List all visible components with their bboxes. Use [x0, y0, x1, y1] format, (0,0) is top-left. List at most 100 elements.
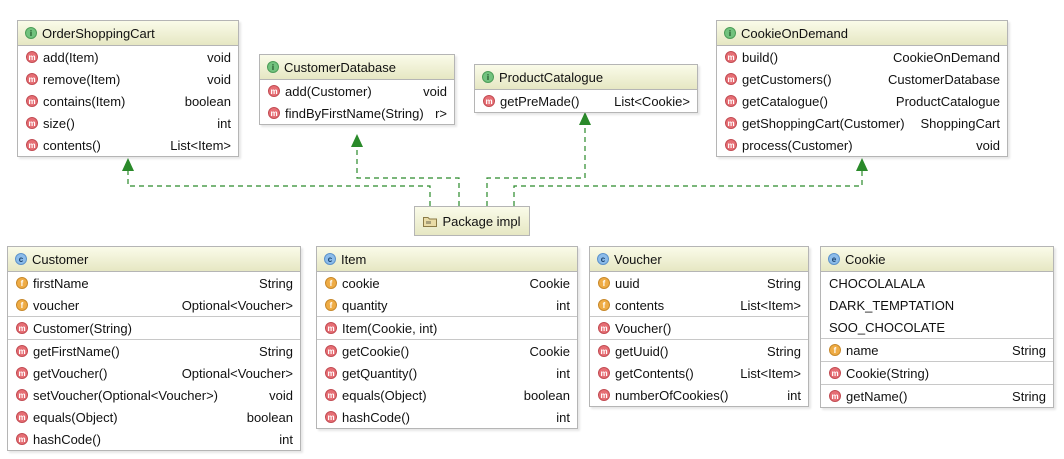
member-name: getFirstName() — [33, 343, 120, 359]
member-name: getCustomers() — [742, 71, 832, 87]
link-customer-database — [356, 146, 460, 206]
method-icon: m — [325, 345, 337, 357]
enum-constant[interactable]: SOO_CHOCOLATE — [821, 316, 1053, 338]
member-name: findByFirstName(String) — [285, 105, 424, 121]
type-name: OrderShoppingCart — [42, 25, 155, 41]
member-type: List<Cookie> — [614, 93, 690, 109]
interface-icon: i — [482, 71, 494, 83]
method-icon: m — [598, 367, 610, 379]
method-icon: m — [26, 73, 38, 85]
member-name: build() — [742, 49, 779, 65]
member-name: quantity — [342, 297, 388, 313]
method-icon: m — [725, 51, 737, 63]
enum-constant[interactable]: CHOCOLALALA — [821, 272, 1053, 294]
class-icon: c — [15, 253, 27, 265]
method-icon: m — [725, 117, 737, 129]
field-icon: f — [16, 299, 28, 311]
member-type: int — [556, 365, 570, 381]
member-name: contents() — [43, 137, 101, 153]
member-name: numberOfCookies() — [615, 387, 729, 403]
constant-name: DARK_TEMPTATION — [829, 297, 955, 313]
member-name: getQuantity() — [342, 365, 418, 381]
member-name: getShoppingCart(Customer) — [742, 115, 905, 131]
type-name: CookieOnDemand — [741, 25, 848, 41]
arrowhead-cookie-on-demand — [856, 158, 868, 171]
method-icon: m — [16, 322, 28, 334]
member-type: Cookie — [529, 275, 570, 291]
method-icon: m — [829, 390, 841, 402]
method-icon: m — [325, 322, 337, 334]
member-type: boolean — [523, 387, 570, 403]
member-name: equals(Object) — [33, 409, 118, 425]
package-impl[interactable]: Package impl — [414, 206, 530, 236]
package-label: Package impl — [442, 213, 521, 229]
method-icon: m — [598, 345, 610, 357]
enum-constant[interactable]: DARK_TEMPTATION — [821, 294, 1053, 316]
member-name: add(Item) — [43, 49, 99, 65]
member-name: hashCode() — [342, 409, 410, 425]
member-type: String — [767, 343, 801, 359]
member-name: hashCode() — [33, 431, 101, 447]
member-type: int — [556, 297, 570, 313]
folder-icon — [423, 216, 438, 227]
method-icon: m — [725, 95, 737, 107]
method-icon: m — [325, 411, 337, 423]
method-icon: m — [598, 389, 610, 401]
member-name: process(Customer) — [742, 137, 853, 153]
member-type: String — [767, 275, 801, 291]
